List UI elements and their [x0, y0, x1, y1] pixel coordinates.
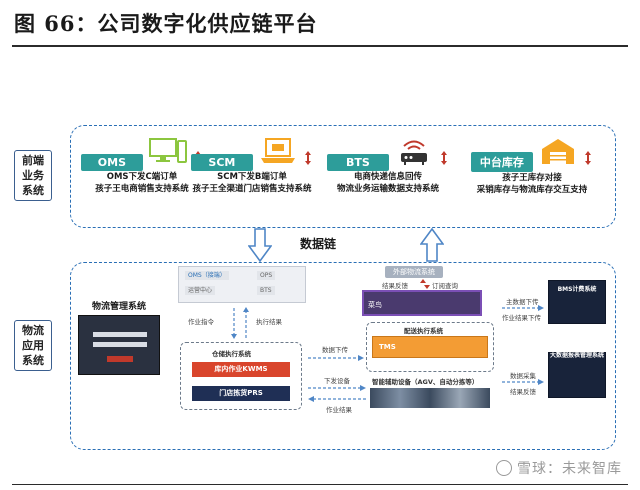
master-down-label: 主数据下传	[506, 298, 539, 306]
down-hollow-arrow-icon	[248, 228, 272, 262]
aux-device-photo	[370, 388, 490, 408]
ext-logistics-title: 外部物流系统	[385, 266, 443, 278]
ext-logistics-bar: 菜鸟	[362, 290, 482, 316]
wifi-router-icon	[401, 140, 427, 165]
right-dashed-arrow-icon	[308, 355, 364, 361]
warehouse-icon	[542, 139, 574, 164]
delivery-exec-title: 配送执行系统	[404, 327, 443, 335]
aux-device-title: 智能辅助设备（AGV、自动分拣等）	[372, 378, 479, 386]
chip-oms: OMS（接端）	[185, 271, 229, 280]
result-feedback-right-label: 结果反馈	[510, 388, 536, 396]
bms-screenshot	[548, 280, 606, 324]
dispatch-device-label: 下发设备	[324, 377, 350, 385]
tms-label: TMS	[379, 343, 396, 351]
watermark: 雪球：未来智库	[496, 458, 622, 478]
chip-ops-center: 运营中心	[185, 286, 216, 295]
wms-block: 库内作业KWMS	[192, 362, 290, 377]
service-badge: BTS	[326, 154, 389, 171]
job-dispatch-label: 作业指令	[188, 318, 214, 326]
bigdata-label: 大数据报表管理系统	[549, 352, 604, 359]
chip-bts: BTS	[257, 286, 275, 295]
service-line-2: 采销库存与物流库存交互支持	[476, 185, 588, 195]
chip-ops: OPS	[257, 271, 276, 280]
front-business-box	[70, 125, 616, 228]
service-badge: 中台库存	[470, 152, 533, 172]
login-field-shape	[93, 332, 147, 337]
login-button-shape	[107, 356, 133, 362]
figure-title: 图 66：公司数字化供应链平台	[14, 11, 318, 36]
service-line-2: 孩子王全渠道门店销售支持系统	[192, 184, 312, 194]
service-bts: BTS 电商快递信息回传 物流业务运输数据支持系统	[324, 132, 452, 195]
double-arrow-icon	[441, 151, 448, 165]
up-hollow-arrow-icon	[420, 228, 444, 262]
center-panel: OMS（接端） OPS 运营中心 BTS	[178, 266, 306, 303]
warehouse-exec-title: 仓储执行系统	[212, 350, 251, 358]
vertical-exchange-arrows-icon	[231, 307, 249, 339]
login-field-shape	[93, 342, 147, 347]
double-arrow-icon	[305, 151, 312, 165]
prs-block: 门店拣货PRS	[192, 386, 290, 401]
layer-label-front: 前端 业务 系统	[14, 150, 52, 201]
service-badge: OMS	[80, 154, 143, 171]
up-down-arrows-icon	[420, 279, 430, 289]
exchange-dashed-arrows-icon	[308, 385, 366, 402]
warehouse-exec-box	[180, 342, 302, 410]
data-collect-label: 数据采集	[510, 372, 536, 380]
service-line-2: 孩子王电商销售支持系统	[95, 184, 189, 194]
service-line-1: OMS下发C端订单	[106, 172, 178, 182]
snowball-logo-icon	[496, 460, 512, 476]
service-badge: SCM	[190, 154, 253, 171]
service-line-2: 物流业务运输数据支持系统	[336, 184, 439, 194]
service-line-1: SCM下发B端订单	[217, 172, 287, 182]
ext-bar-label: 菜鸟	[368, 301, 382, 309]
data-chain-label: 数据链	[300, 237, 337, 251]
job-result-right-label: 作业结果下传	[502, 314, 541, 322]
laptop-icon	[261, 138, 295, 163]
bms-label: BMS计费系统	[557, 286, 597, 293]
lms-screenshot	[78, 315, 160, 375]
logistics-app-box	[70, 262, 616, 450]
service-inventory: 中台库存 孩子王库存对接 采销库存与物流库存交互支持	[468, 132, 596, 196]
layer-label-app-text: 物流 应用 系统	[22, 324, 44, 367]
delivery-exec-box	[366, 322, 494, 372]
exec-feedback-label: 执行结果	[256, 318, 282, 326]
data-down-label: 数据下传	[322, 346, 348, 354]
bottom-rule	[12, 484, 628, 485]
tms-bar: TMS	[372, 336, 488, 358]
computer-monitor-icon	[149, 138, 187, 163]
title-rule	[12, 45, 628, 47]
right-dashed-arrow-icon	[502, 305, 544, 311]
right-dashed-arrow-icon	[502, 379, 544, 385]
job-feedback-label: 作业结果	[326, 406, 352, 414]
bigdata-screenshot	[548, 352, 606, 398]
service-line-1: 电商快递信息回传	[353, 172, 422, 182]
lms-label: 物流管理系统	[92, 302, 147, 312]
service-scm: SCM SCM下发B端订单 孩子王全渠道门店销售支持系统	[188, 132, 316, 195]
order-query-label: 订阅查询	[432, 282, 458, 290]
service-line-1: 孩子王库存对接	[502, 173, 562, 183]
layer-label-app: 物流 应用 系统	[14, 320, 52, 371]
watermark-text: 雪球：未来智库	[517, 461, 622, 477]
double-arrow-icon	[585, 151, 592, 165]
result-feedback-label: 结果反馈	[382, 282, 408, 290]
service-oms: OMS OMS下发C端订单 孩子王电商销售支持系统	[78, 132, 206, 195]
layer-label-front-text: 前端 业务 系统	[22, 154, 44, 197]
